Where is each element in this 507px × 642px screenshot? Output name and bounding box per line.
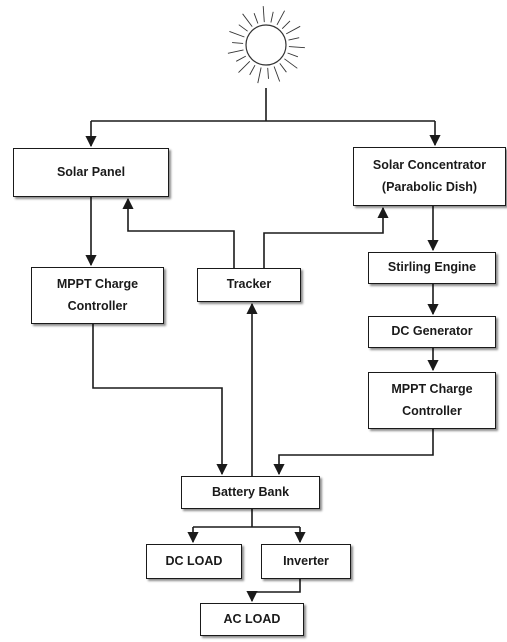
stirling-engine-node: Stirling Engine — [368, 252, 496, 284]
edge-tracker-to-solar-panel — [122, 197, 235, 268]
sun-icon — [227, 6, 305, 84]
solar-panel-node: Solar Panel — [13, 148, 169, 197]
dc-generator-node: DC Generator — [368, 316, 496, 348]
edge-tracker-to-solar-concentrator — [263, 206, 389, 268]
dc-generator-label: DC Generator — [391, 324, 473, 339]
solar-panel-label: Solar Panel — [56, 164, 126, 179]
battery-bank-node: Battery Bank — [181, 476, 320, 509]
dc-load-node: DC LOAD — [146, 544, 242, 579]
inverter-label: Inverter — [283, 553, 329, 568]
tracker-node: Tracker — [197, 268, 301, 302]
tracker-label: Tracker — [226, 277, 272, 292]
mppt-left-label-line-2: Controller — [67, 298, 128, 313]
solar-concentrator-label-line-2: (Parabolic Dish) — [381, 179, 478, 194]
edge-mppt-right-to-battery — [273, 429, 434, 476]
mppt-right-label-line-2: Controller — [402, 403, 462, 418]
mppt-charge-controller-right-node: MPPT Charge Controller — [368, 372, 496, 429]
mppt-charge-controller-left-node: MPPT Charge Controller — [31, 267, 164, 324]
inverter-node: Inverter — [261, 544, 351, 579]
battery-bank-label: Battery Bank — [211, 484, 290, 499]
solar-concentrator-node: Solar Concentrator (Parabolic Dish) — [353, 147, 506, 206]
dc-load-label: DC LOAD — [165, 553, 223, 568]
edge-inverter-to-ac-load — [246, 579, 301, 603]
ac-load-label: AC LOAD — [223, 611, 281, 626]
stirling-engine-label: Stirling Engine — [387, 260, 477, 275]
ac-load-node: AC LOAD — [200, 603, 304, 636]
mppt-right-label-line-1: MPPT Charge — [391, 381, 473, 396]
solar-concentrator-label-line-1: Solar Concentrator — [372, 157, 487, 172]
mppt-left-label-line-1: MPPT Charge — [56, 276, 139, 291]
edge-mppt-left-to-battery — [92, 324, 228, 476]
